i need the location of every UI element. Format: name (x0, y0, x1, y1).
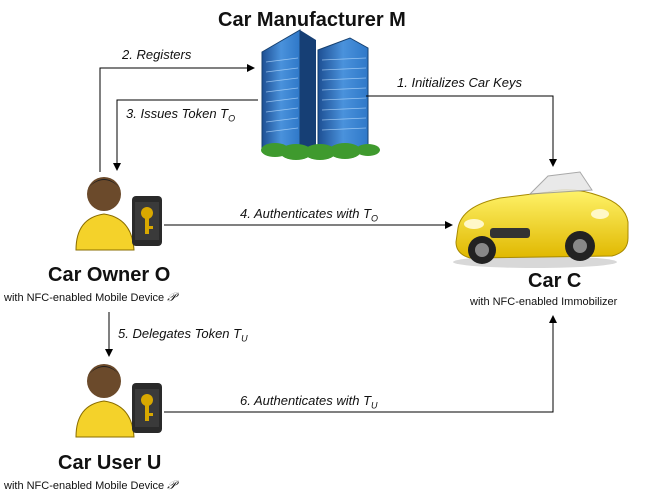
manufacturer-building-icon (261, 29, 380, 160)
edge-owner-auth-text: 4. Authenticates with T (240, 206, 372, 221)
owner-device-symbol: 𝒫 (167, 290, 176, 304)
owner-subtitle: with NFC-enabled Mobile Device (4, 292, 165, 304)
edge-issues-token-arrow (113, 99, 258, 171)
user-device-symbol: 𝒫 (167, 478, 176, 492)
car-title: Car C (528, 270, 582, 292)
edge-initializes-keys-arrow (366, 95, 557, 167)
edge-issues-token-text: 3. Issues Token T (126, 106, 229, 121)
owner-phone-icon (132, 196, 162, 246)
edge-registers-arrow (99, 64, 255, 172)
user-person-icon (75, 364, 162, 438)
edge-delegates-text: 5. Delegates Token T (118, 326, 242, 341)
user-phone-icon (132, 383, 162, 433)
edge-user-auth-arrow (164, 315, 557, 413)
edge-delegates-sub: U (241, 333, 248, 344)
edge-delegates-label: 5. Delegates Token TU (118, 326, 248, 344)
car-icon (453, 171, 629, 268)
car-subtitle: with NFC-enabled Immobilizer (470, 296, 618, 308)
edge-issues-token-sub: O (228, 113, 236, 124)
edge-owner-auth-label: 4. Authenticates with TO (240, 206, 378, 224)
user-subtitle-row: with NFC-enabled Mobile Device 𝒫 (4, 478, 176, 493)
edge-user-auth-sub: U (371, 400, 378, 411)
manufacturer-title: Car Manufacturer M (218, 9, 406, 31)
owner-subtitle-row: with NFC-enabled Mobile Device 𝒫 (4, 290, 176, 305)
edge-owner-auth-sub: O (371, 213, 379, 224)
owner-person-icon (75, 177, 162, 251)
edge-initializes-keys-label: 1. Initializes Car Keys (397, 75, 522, 90)
user-title: Car User U (58, 452, 162, 474)
edge-user-auth-label: 6. Authenticates with TU (240, 393, 378, 411)
user-subtitle: with NFC-enabled Mobile Device (4, 480, 165, 492)
edge-issues-token-label: 3. Issues Token TO (126, 106, 235, 124)
edge-registers-label: 2. Registers (122, 47, 192, 62)
edge-user-auth-text: 6. Authenticates with T (240, 393, 372, 408)
owner-title: Car Owner O (48, 264, 171, 286)
